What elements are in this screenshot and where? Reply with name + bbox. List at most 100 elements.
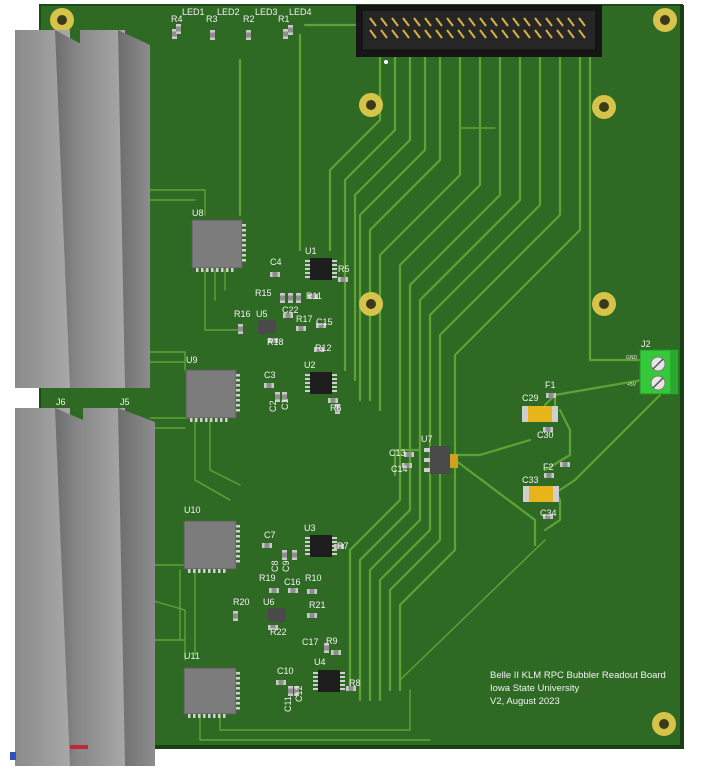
designator-label: R8 [349, 678, 361, 688]
ic-u11 [183, 667, 240, 718]
ic-pin [236, 545, 240, 548]
header-pin [435, 29, 443, 39]
passive-part [338, 277, 348, 282]
ic-pin [218, 569, 221, 573]
ic-pin [236, 560, 240, 563]
pcb-right-edge [680, 5, 684, 747]
ic-pin [332, 260, 337, 262]
passive-part [262, 543, 272, 548]
u10-label: U10 [184, 505, 201, 515]
ic-pin [332, 276, 337, 278]
designator-label: R9 [326, 636, 338, 646]
designator-label: C1 [280, 398, 290, 410]
designator-label: C12 [294, 685, 304, 702]
header-pin [501, 29, 509, 39]
passive-part [176, 24, 181, 34]
mounting-holes [50, 8, 677, 736]
u3-label: U3 [304, 523, 316, 533]
ic-pin [305, 276, 310, 278]
passive-part [288, 25, 293, 35]
designator-label: R17 [296, 314, 313, 324]
header-pin [468, 29, 476, 39]
designator-label: R15 [255, 288, 272, 298]
ic-pin [332, 264, 337, 266]
ic-pin [205, 418, 208, 422]
passive-part [543, 514, 553, 519]
passive-part [308, 294, 318, 299]
ribbon-header-top [356, 5, 602, 64]
passive-part [296, 293, 301, 303]
header-pin [413, 29, 421, 39]
board-note-line-3: V2, August 2023 [490, 696, 560, 707]
ic-pin [221, 268, 224, 272]
ic-pin [236, 677, 240, 680]
terminal-block-j2 [639, 349, 679, 395]
designator-label: R18 [267, 337, 284, 347]
passive-part [270, 272, 280, 277]
board-note-line-2: Iowa State University [490, 683, 579, 694]
u7-label: U7 [421, 434, 433, 444]
ic-pin [215, 418, 218, 422]
ic-u10 [183, 520, 240, 573]
ic-pin [340, 672, 345, 674]
connector-j6-upper-block [15, 30, 150, 388]
designator-label: C11 [283, 696, 293, 712]
header-pin [490, 17, 498, 27]
ic-pin [196, 268, 199, 272]
passive-part [544, 473, 554, 478]
j2-5v-label: +5V [627, 382, 637, 388]
ic-pin [236, 525, 240, 528]
ic-pin [332, 272, 337, 274]
header-pin [369, 17, 377, 27]
header-pin [435, 17, 443, 27]
connector-j5-lower-block [10, 408, 155, 766]
header-pin [567, 29, 575, 39]
mount-hole-icon [359, 292, 383, 316]
passive-part [294, 686, 299, 696]
ic-pin [236, 707, 240, 710]
ic-pin [313, 676, 318, 678]
ic-pin [213, 569, 216, 573]
designator-label: R21 [309, 600, 326, 610]
ic-pin [332, 382, 337, 384]
passive-part [334, 544, 344, 549]
ic-pin [340, 680, 345, 682]
designator-label: R3 [206, 14, 218, 24]
designator-label: R4 [171, 14, 183, 24]
passive-part [233, 611, 238, 621]
ic-pin [216, 268, 219, 272]
ic-pin [236, 394, 240, 397]
ic-pin [305, 268, 310, 270]
ic-pin [236, 399, 240, 402]
ic-u3 [305, 535, 337, 557]
ic-u4 [313, 670, 345, 692]
ic-pin [193, 714, 196, 718]
screw-terminal-icon [650, 375, 666, 391]
ic-u1 [305, 258, 337, 280]
header-pin [380, 17, 388, 27]
header-pin [424, 29, 432, 39]
designator-label: R10 [305, 573, 322, 583]
ic-pin [236, 535, 240, 538]
u5-label: U5 [256, 309, 268, 319]
mount-hole-icon [653, 8, 677, 32]
ic-pin [242, 224, 246, 227]
designator-label: R16 [234, 309, 251, 319]
passive-part [280, 293, 285, 303]
passive-part [346, 686, 356, 691]
header-pin [523, 17, 531, 27]
passive-part [543, 427, 553, 432]
ic-pin [188, 714, 191, 718]
ic-pin [188, 569, 191, 573]
ic-pin [218, 714, 221, 718]
designator-label: R22 [270, 627, 287, 637]
passive-part [404, 452, 414, 457]
designator-label: C22 [282, 305, 299, 315]
ic-pin [208, 569, 211, 573]
ic-pin [305, 545, 310, 547]
tantalum-cap-c29 [522, 406, 558, 422]
passive-part [268, 625, 278, 630]
ic-pin [305, 541, 310, 543]
designator-label: R11 [306, 291, 322, 301]
ic-u2 [305, 372, 337, 394]
